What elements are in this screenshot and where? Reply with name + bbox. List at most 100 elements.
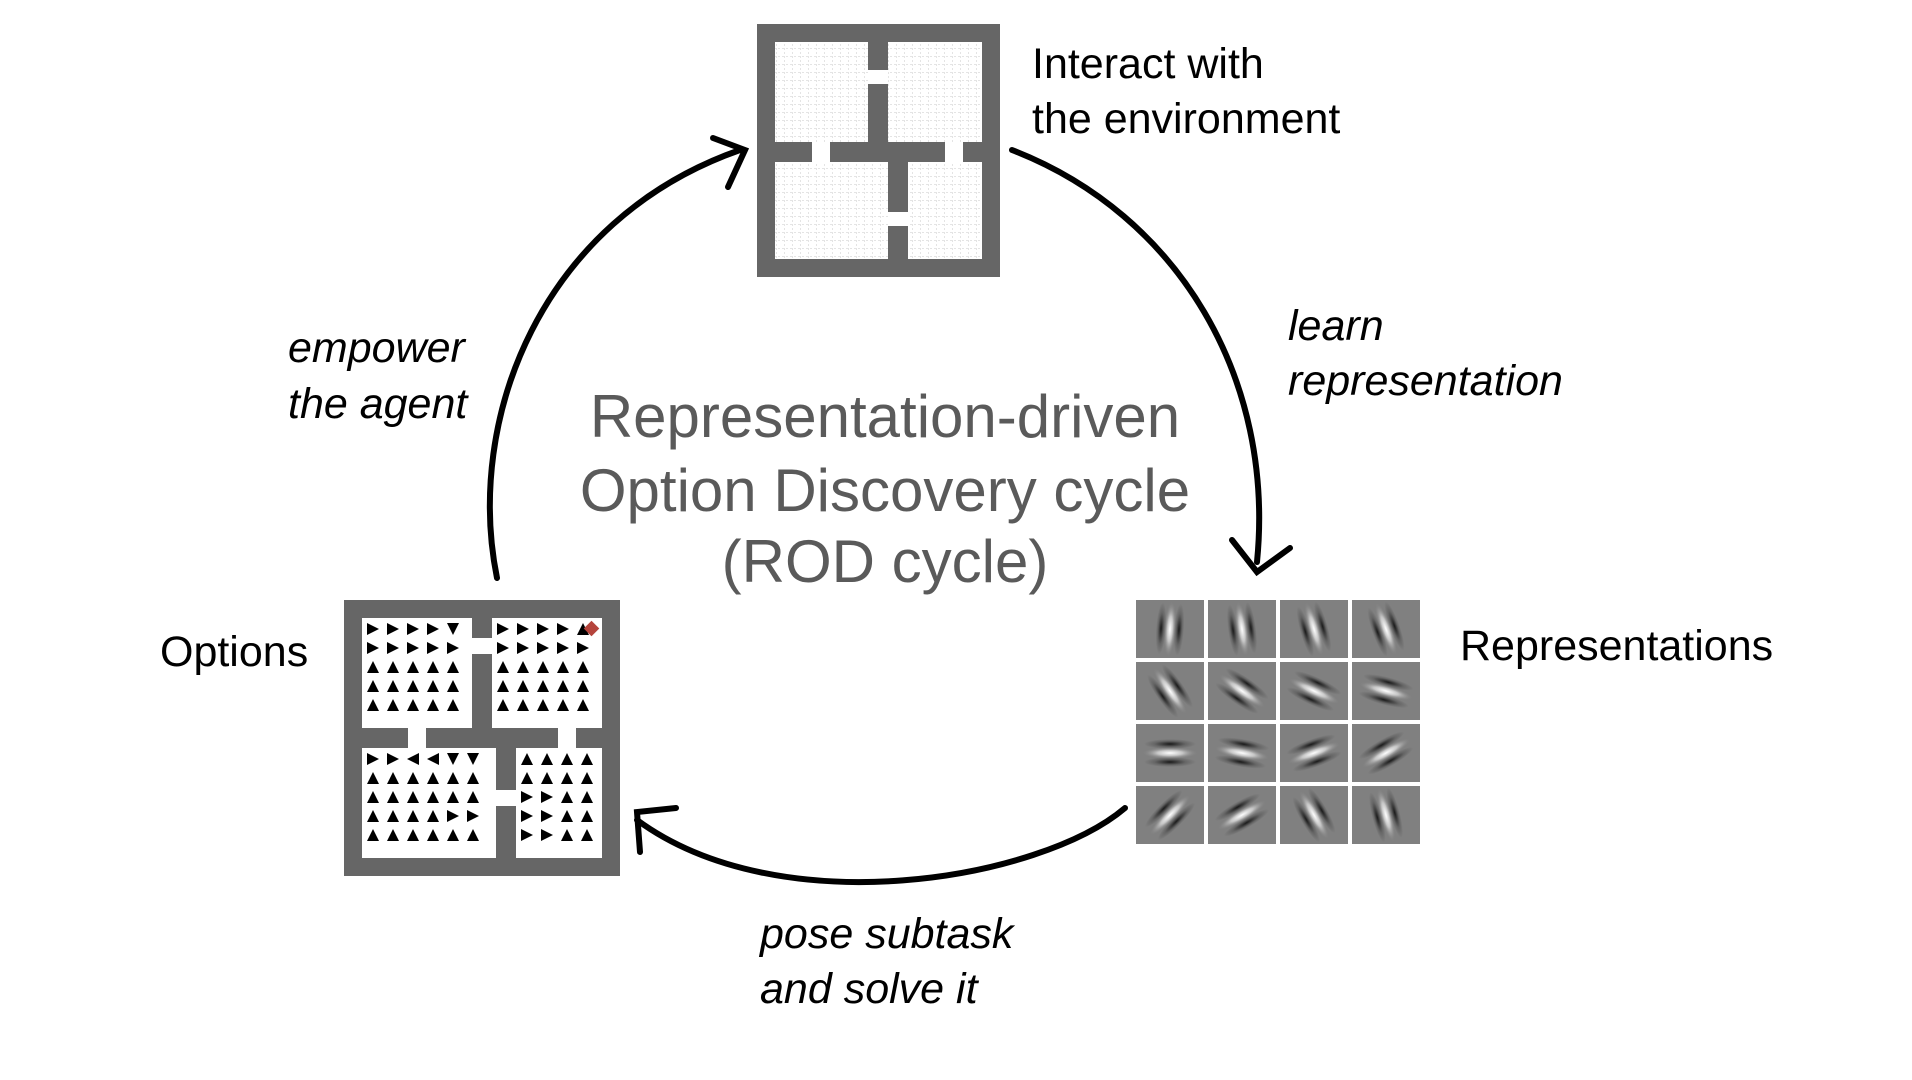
- policy-arrow-icon: [561, 772, 573, 784]
- policy-arrow-icon: [497, 661, 509, 673]
- policy-arrow-icon: [537, 623, 549, 635]
- label-text: Options: [160, 628, 308, 676]
- policy-arrow-icon: [407, 642, 419, 654]
- policy-arrow-icon: [497, 642, 509, 654]
- policy-arrow-icon: [387, 680, 399, 692]
- policy-arrow-icon: [407, 791, 419, 803]
- policy-arrow-icon: [447, 753, 459, 765]
- policy-arrow-icon: [517, 699, 529, 711]
- policy-arrow-icon: [427, 810, 439, 822]
- policy-arrow-icon: [407, 829, 419, 841]
- policy-arrow-icon: [581, 810, 593, 822]
- title-line: Representation-driven: [590, 383, 1180, 450]
- policy-arrow-icon: [427, 699, 439, 711]
- policy-arrow-icon: [577, 642, 589, 654]
- goal-diamond-icon: [583, 620, 600, 637]
- filter-tile: [1136, 600, 1204, 658]
- arrow-empower-head: [710, 135, 750, 190]
- policy-arrow-icon: [557, 642, 569, 654]
- label-line: the agent: [288, 380, 469, 428]
- policy-arrow-icon: [517, 661, 529, 673]
- doorway: [888, 212, 908, 226]
- policy-arrow-icon: [561, 810, 573, 822]
- policy-arrow-icon: [497, 699, 509, 711]
- label-line: the environment: [1032, 95, 1340, 143]
- policy-arrow-icon: [561, 753, 573, 765]
- policy-arrow-icon: [537, 661, 549, 673]
- policy-arrow-icon: [467, 810, 479, 822]
- policy-arrow-icon: [537, 642, 549, 654]
- policy-arrow-icon: [541, 772, 553, 784]
- policy-arrow-icon: [561, 829, 573, 841]
- filter-tile: [1352, 600, 1420, 658]
- policy-arrow-icon: [581, 829, 593, 841]
- policy-arrow-icon: [577, 680, 589, 692]
- doorway: [472, 638, 492, 654]
- policy-arrow-icon: [427, 772, 439, 784]
- filter-tile: [1352, 786, 1420, 844]
- policy-arrow-icon: [577, 623, 589, 635]
- policy-arrow-icon: [517, 623, 529, 635]
- policy-arrow-icon: [467, 753, 479, 765]
- policy-arrow-icon: [367, 623, 379, 635]
- label-line: pose subtask: [758, 910, 1016, 958]
- label-line: Interact with: [1032, 40, 1264, 88]
- policy-arrow-icon: [407, 623, 419, 635]
- edge-label-pose: pose subtask and solve it: [758, 910, 1016, 1013]
- label-line: empower: [288, 324, 467, 372]
- filter-tile: [1136, 786, 1204, 844]
- policy-arrow-icon: [367, 699, 379, 711]
- doorway: [945, 142, 963, 162]
- policy-arrow-icon: [447, 680, 459, 692]
- policy-arrow-icon: [387, 772, 399, 784]
- filter-tile: [1208, 724, 1276, 782]
- policy-arrow-icon: [427, 680, 439, 692]
- policy-arrow-icon: [407, 772, 419, 784]
- policy-arrow-icon: [497, 623, 509, 635]
- policy-arrow-icon: [467, 772, 479, 784]
- policy-arrow-icon: [447, 661, 459, 673]
- policy-arrow-icon: [541, 829, 553, 841]
- filter-tile: [1280, 724, 1348, 782]
- policy-arrow-icon: [387, 829, 399, 841]
- arrow-pose: [634, 805, 1128, 886]
- policy-arrow-icon: [367, 772, 379, 784]
- policy-arrow-icon: [387, 642, 399, 654]
- policy-arrow-icon: [521, 810, 533, 822]
- policy-arrow-icon: [387, 699, 399, 711]
- policy-arrow-icon: [447, 772, 459, 784]
- policy-arrow-icon: [561, 791, 573, 803]
- filter-tile: [1136, 724, 1204, 782]
- policy-arrow-icon: [367, 642, 379, 654]
- filter-tile: [1280, 786, 1348, 844]
- policy-arrow-icon: [517, 642, 529, 654]
- policy-arrow-icon: [581, 791, 593, 803]
- filter-tile: [1208, 600, 1276, 658]
- filter-tile: [1352, 662, 1420, 720]
- policy-arrow-icon: [521, 753, 533, 765]
- policy-arrow-icon: [497, 680, 509, 692]
- policy-arrow-icon: [387, 661, 399, 673]
- representations-filter-grid: [1136, 600, 1420, 844]
- policy-arrow-icon: [447, 699, 459, 711]
- filter-tile: [1352, 724, 1420, 782]
- policy-arrow-icon: [467, 791, 479, 803]
- policy-arrow-icon: [387, 623, 399, 635]
- policy-arrow-icon: [367, 810, 379, 822]
- policy-arrow-icon: [367, 753, 379, 765]
- filter-tile: [1136, 662, 1204, 720]
- policy-arrow-icon: [557, 680, 569, 692]
- policy-arrow-icon: [557, 699, 569, 711]
- label-text: Representations: [1460, 622, 1773, 670]
- policy-arrow-icon: [407, 661, 419, 673]
- policy-arrow-icon: [407, 680, 419, 692]
- policy-arrow-icon: [521, 772, 533, 784]
- policy-arrow-icon: [521, 791, 533, 803]
- doorway: [496, 790, 516, 806]
- filter-tile: [1208, 662, 1276, 720]
- policy-arrow-icon: [447, 810, 459, 822]
- policy-arrow-icon: [521, 829, 533, 841]
- node-label-environment: Interact with the environment: [1032, 40, 1340, 143]
- policy-arrow-icon: [427, 661, 439, 673]
